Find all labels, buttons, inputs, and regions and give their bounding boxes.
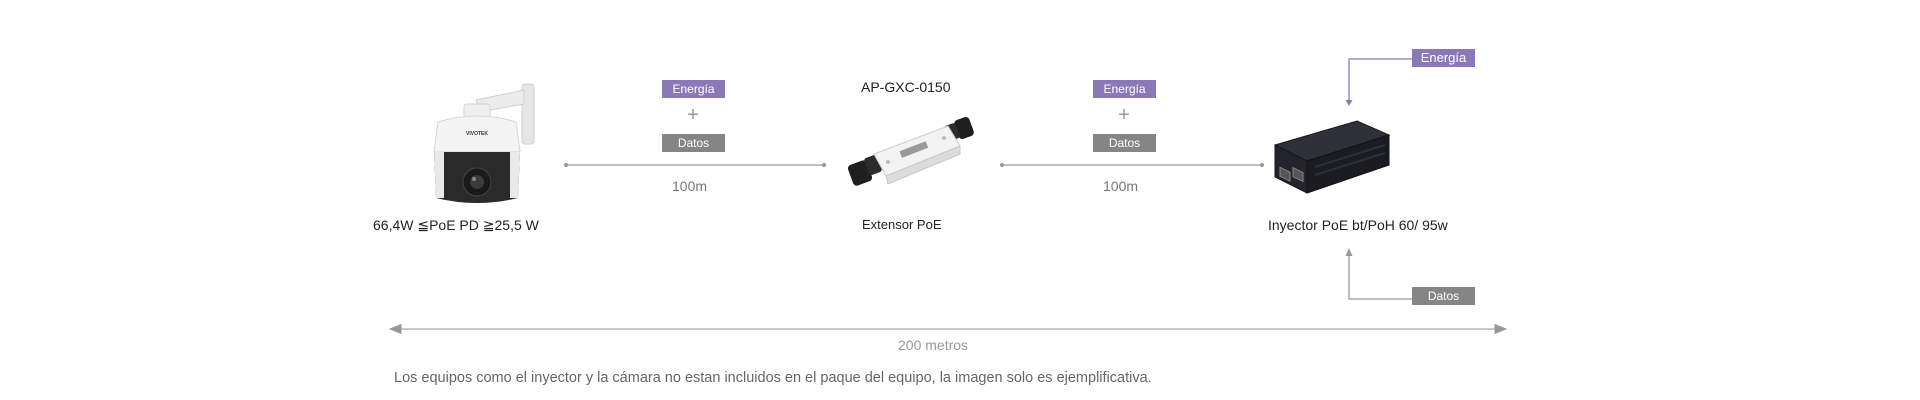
link-1-plus: + [687,104,699,126]
link-1-data-tag: Datos [662,134,725,152]
link-2-data-tag: Datos [1093,134,1156,152]
energy-input-line [1348,58,1424,104]
injector-energy-tag: Energía [1412,49,1475,67]
data-input-line [1348,252,1424,300]
camera-label: 66,4W ≦PoE PD ≧25,5 W [373,217,539,233]
injector-device [1265,115,1395,195]
link-1-energy-tag: Energía [662,80,725,98]
ptz-camera-icon: VIVOTEK [433,83,535,203]
data-input-arrowhead [1345,248,1353,256]
poe-extender-icon [847,116,974,186]
link-2-plus: + [1118,104,1130,126]
extender-model: AP-GXC-0150 [861,79,951,95]
poe-injector-icon [1273,120,1391,194]
camera-device: VIVOTEK [420,80,540,205]
link-2-energy-tag: Energía [1093,80,1156,98]
injector-label: Inyector PoE bt/PoH 60/ 95w [1268,217,1448,233]
link-1-distance: 100m [672,178,708,194]
energy-input-arrowhead [1345,100,1353,106]
camera-brand-mark: VIVOTEK [466,131,488,137]
injector-data-tag: Datos [1412,287,1475,305]
extender-label: Extensor PoE [862,217,942,232]
total-distance-label: 200 metros [898,337,969,353]
footnote: Los equipos como el inyector y la cámara… [394,370,1152,386]
link-2-distance: 100m [1103,178,1139,194]
extender-device [847,110,978,195]
